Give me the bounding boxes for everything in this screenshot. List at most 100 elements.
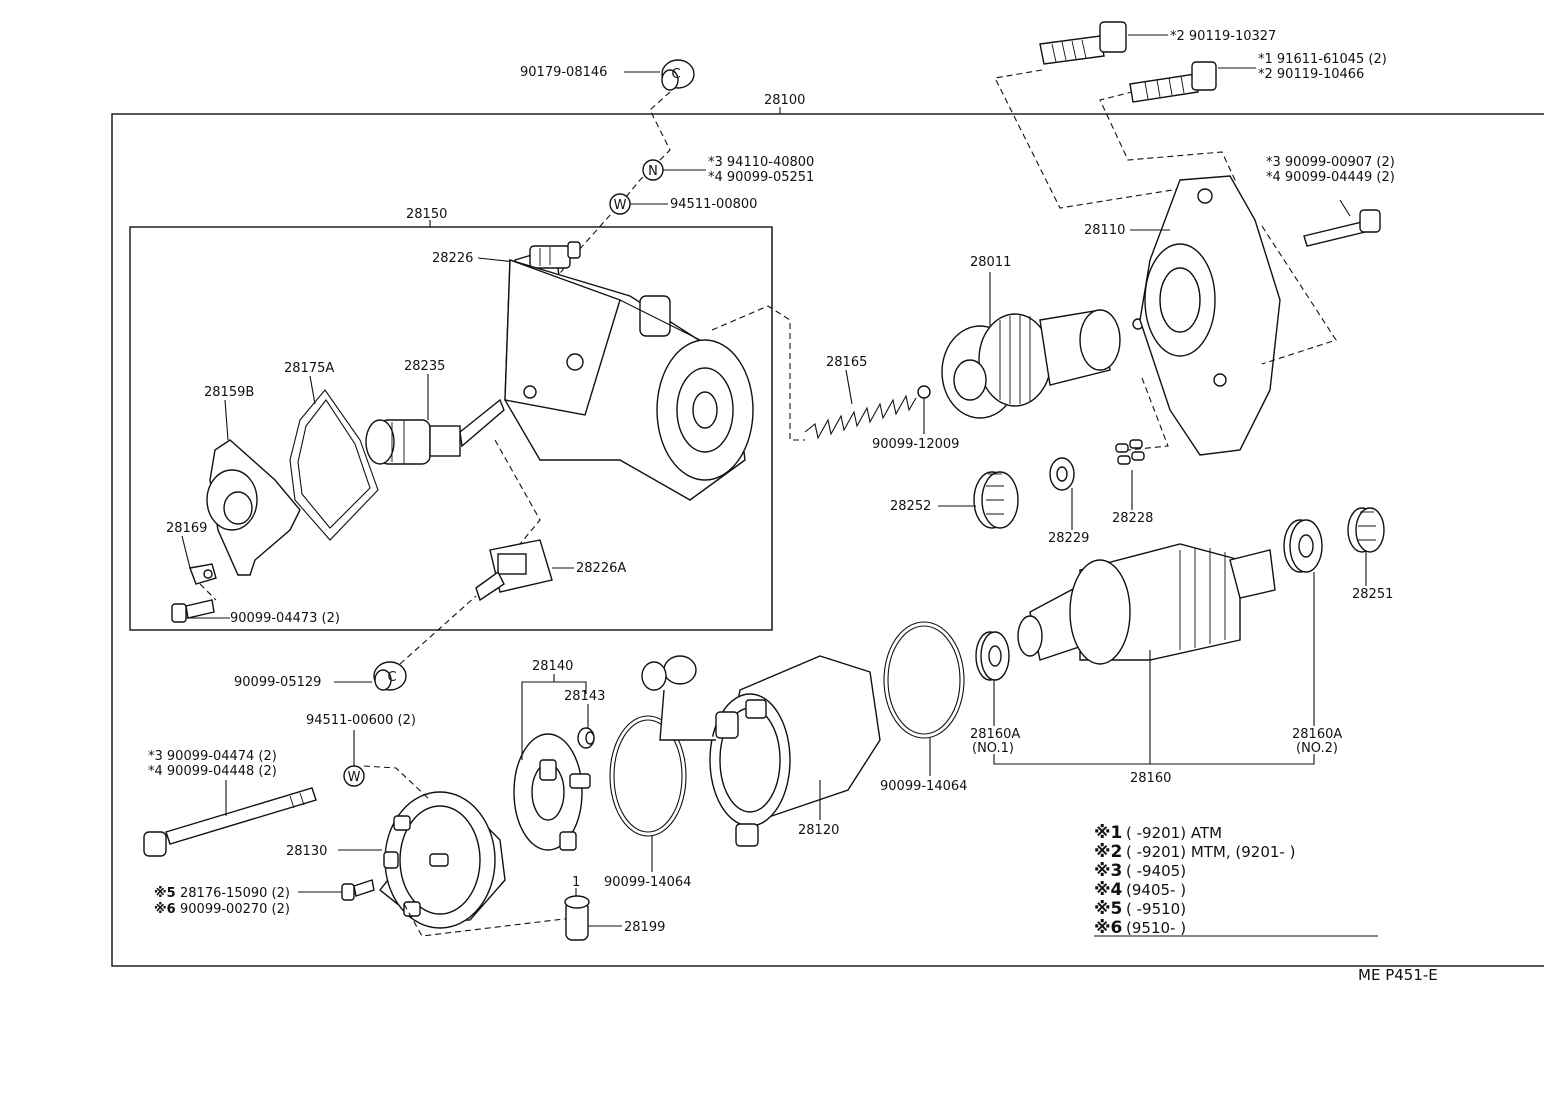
label-28160A-2-sub: (NO.2) bbox=[1296, 741, 1338, 756]
legend-text-4: (9405- ) bbox=[1126, 881, 1186, 899]
label-90099-00270: 90099-00270 (2) bbox=[180, 902, 290, 917]
label-28169: 28169 bbox=[166, 521, 207, 536]
end-frame-28130 bbox=[379, 791, 506, 929]
label-28110: 28110 bbox=[1084, 223, 1125, 238]
label-94511-00600: 94511-00600 (2) bbox=[306, 713, 416, 728]
label-28176-15090: 28176-15090 (2) bbox=[180, 886, 290, 901]
label-28176-mark: ※5 bbox=[154, 886, 176, 901]
screw-90099-04473 bbox=[171, 599, 215, 623]
cap-28199 bbox=[564, 895, 590, 941]
label-28235: 28235 bbox=[404, 359, 445, 374]
label-28251: 28251 bbox=[1352, 587, 1393, 602]
gear-28251 bbox=[1347, 507, 1385, 553]
screw-28176-15090 bbox=[341, 879, 375, 901]
label-90099-05251: *4 90099-05251 bbox=[708, 170, 814, 185]
legend-mark-3: ※3 bbox=[1094, 861, 1122, 881]
leader-28175A bbox=[309, 375, 316, 405]
label-90099-05129: 90099-05129 bbox=[234, 675, 321, 690]
through-bolt-90099-04474 bbox=[143, 787, 317, 857]
clutch-28011 bbox=[941, 309, 1121, 419]
legend-text-2: ( -9201) MTM, (9201- ) bbox=[1126, 843, 1295, 861]
bearing-28160A-1 bbox=[975, 631, 1010, 681]
bearing-28160A-2 bbox=[1283, 519, 1323, 573]
terminal-28226A bbox=[475, 539, 553, 602]
dash-nut-chain bbox=[399, 595, 477, 665]
cover-28159B bbox=[206, 439, 301, 576]
legend-mark-2: ※2 bbox=[1094, 842, 1122, 862]
dash-top-bolts bbox=[994, 69, 1236, 209]
leader-28169 bbox=[181, 535, 191, 569]
dash-28226A bbox=[494, 439, 541, 545]
dash-housing bbox=[1127, 377, 1169, 451]
oring-90099-14064-right-inner bbox=[887, 625, 961, 735]
label-28160: 28160 bbox=[1130, 771, 1171, 786]
dash-housing-right bbox=[1261, 225, 1337, 365]
legend-text-6: (9510- ) bbox=[1126, 919, 1186, 937]
rollers-28228 bbox=[1115, 439, 1145, 465]
oring-90099-14064-right bbox=[883, 621, 965, 739]
label-28011: 28011 bbox=[970, 255, 1011, 270]
label-28165: 28165 bbox=[826, 355, 867, 370]
label-28130: 28130 bbox=[286, 844, 327, 859]
legend-mark-5: ※5 bbox=[1094, 899, 1122, 919]
label-90179-08146: 90179-08146 bbox=[520, 65, 607, 80]
gasket-28175A bbox=[289, 389, 379, 541]
brush-holder-28140 bbox=[513, 733, 591, 851]
plunger-28235 bbox=[365, 398, 505, 465]
diagram-code: ME P451-E bbox=[1358, 966, 1438, 984]
label-28160A-1-sub: (NO.1) bbox=[972, 741, 1014, 756]
legend-mark-1: ※1 bbox=[1094, 823, 1122, 843]
bolt-90099-00907 bbox=[1303, 209, 1381, 247]
circle-letter-c-bottom: C bbox=[387, 670, 396, 685]
label-28159B: 28159B bbox=[204, 385, 254, 400]
applicability-legend: ※1 ( -9201) ATM ※2 ( -9201) MTM, (9201- … bbox=[1094, 823, 1295, 938]
leader-28159B bbox=[224, 399, 229, 441]
nut-90099-05129 bbox=[373, 661, 407, 691]
label-90099-00907: *3 90099-00907 (2) bbox=[1266, 155, 1395, 170]
bolt-90119-10466 bbox=[1129, 61, 1217, 103]
armature-28160 bbox=[1017, 543, 1276, 665]
label-90099-00270-mark: ※6 bbox=[154, 902, 176, 917]
label-90119-10327: *2 90119-10327 bbox=[1170, 29, 1276, 44]
assembly-frame-28100 bbox=[111, 113, 1544, 967]
label-28160A-1: 28160A bbox=[970, 727, 1020, 742]
label-28175A: 28175A bbox=[284, 361, 334, 376]
label-28226A: 28226A bbox=[576, 561, 626, 576]
label-28199: 28199 bbox=[624, 920, 665, 935]
spring-28143 bbox=[577, 727, 595, 749]
dash-spring bbox=[711, 305, 805, 441]
label-90099-04448: *4 90099-04448 (2) bbox=[148, 764, 277, 779]
label-28252: 28252 bbox=[890, 499, 931, 514]
label-94110-40800: *3 94110-40800 bbox=[708, 155, 814, 170]
ball-90099-12009 bbox=[917, 385, 931, 399]
dash-end-frame bbox=[363, 765, 573, 937]
retainer-28229 bbox=[1049, 457, 1075, 491]
circle-letter-w-top: W bbox=[614, 198, 627, 213]
gear-28252 bbox=[973, 471, 1019, 529]
leader-90099-00907 bbox=[1339, 199, 1351, 217]
label-28228: 28228 bbox=[1112, 511, 1153, 526]
drive-housing-28110 bbox=[1139, 175, 1281, 456]
circle-letter-n: N bbox=[648, 164, 658, 179]
magnetic-switch-housing bbox=[504, 259, 754, 501]
label-91611-61045: *1 91611-61045 (2) bbox=[1258, 52, 1387, 67]
circle-letter-w-bottom: W bbox=[348, 770, 361, 785]
legend-text-5: ( -9510) bbox=[1126, 900, 1186, 918]
bracket-28160 bbox=[993, 754, 1315, 765]
legend-mark-4: ※4 bbox=[1094, 880, 1123, 900]
label-90099-04473: 90099-04473 (2) bbox=[230, 611, 340, 626]
cap-90179-08146 bbox=[661, 59, 695, 91]
label-90099-14064-left: 90099-14064 bbox=[604, 875, 691, 890]
bolt-90119-10327 bbox=[1039, 21, 1127, 65]
label-28120: 28120 bbox=[798, 823, 839, 838]
yoke-28120 bbox=[641, 655, 881, 847]
label-28160A-2: 28160A bbox=[1292, 727, 1342, 742]
label-90099-04474: *3 90099-04474 (2) bbox=[148, 749, 277, 764]
legend-text-1: ( -9201) ATM bbox=[1126, 824, 1222, 842]
spring-28165 bbox=[804, 394, 917, 440]
terminal-28169 bbox=[189, 563, 217, 585]
label-90119-10466: *2 90119-10466 bbox=[1258, 67, 1364, 82]
circle-letter-c-top: C bbox=[671, 67, 680, 82]
label-28100: 28100 bbox=[764, 93, 805, 108]
